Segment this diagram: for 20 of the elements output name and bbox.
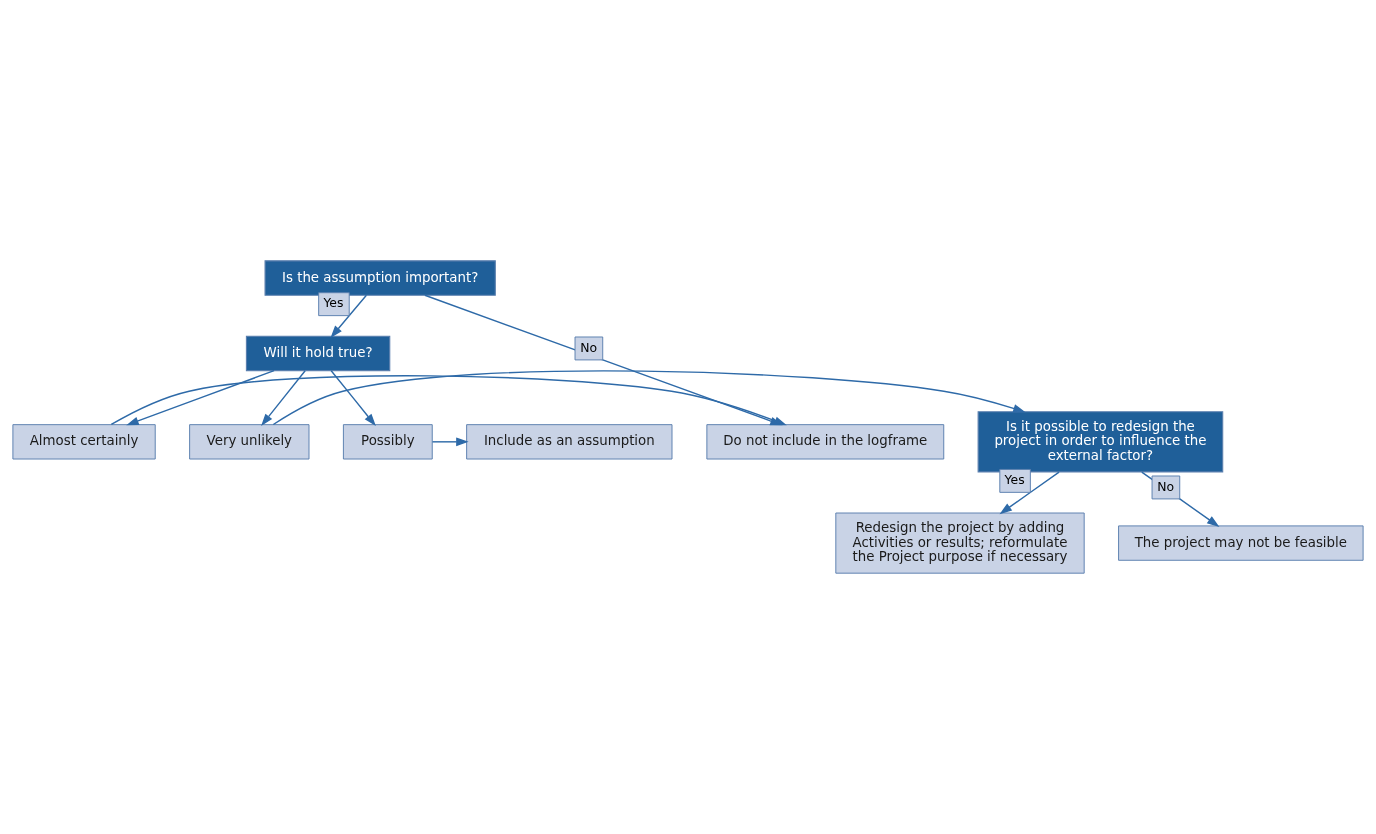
arrow	[330, 294, 368, 338]
node-box: Include as an assumption	[466, 424, 673, 460]
node-box: The project may not be feasible	[1118, 525, 1364, 561]
arrow	[1141, 471, 1220, 527]
arrow	[431, 437, 469, 447]
node-box: Do not include in the logframe	[706, 424, 945, 460]
edge-label: No	[580, 339, 598, 355]
node-box: Very unlikely	[189, 424, 310, 460]
edge-label: Yes	[323, 295, 344, 311]
node-box: Possibly	[342, 424, 433, 460]
node-box: Almost certainly	[12, 424, 156, 460]
arrow	[261, 369, 306, 427]
node-box: Is it possible to redesign the project in order to influence the external factor?	[977, 411, 1224, 473]
arrow	[126, 369, 275, 426]
node-box: Is the assumption important?	[264, 260, 496, 296]
node-box: Redesign the project by adding Activities or results; reformulate the Project purpose if necessary	[835, 512, 1085, 574]
edge-label: Yes	[1004, 472, 1025, 488]
node-box: Will it hold true?	[245, 335, 391, 372]
arrow	[330, 369, 376, 427]
edge-label: No	[1157, 478, 1175, 494]
